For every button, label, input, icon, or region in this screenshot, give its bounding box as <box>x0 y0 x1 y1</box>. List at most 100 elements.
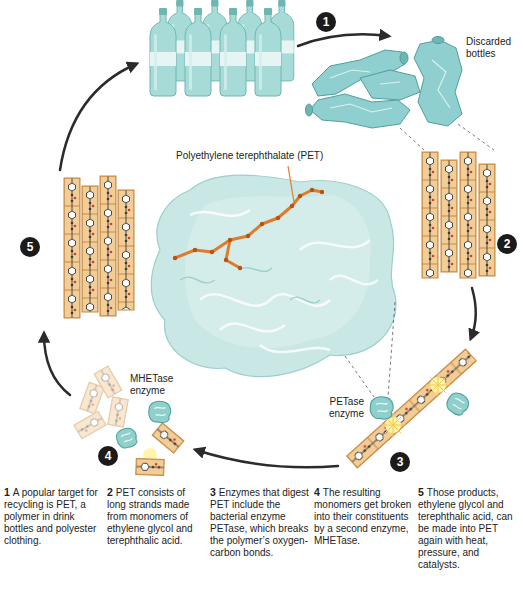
atom <box>260 222 264 226</box>
caption-number: 4 <box>314 486 320 498</box>
enzyme-shade <box>185 195 371 348</box>
crushed-bottles <box>306 37 463 129</box>
caption-column: 1A popular target for recycling is PET, … <box>4 486 102 547</box>
zoom-lines <box>400 124 494 150</box>
pet-strand <box>100 176 116 316</box>
ribbon <box>330 276 378 285</box>
ribbon <box>220 324 285 332</box>
pet-strand <box>347 349 477 468</box>
atom <box>320 190 324 194</box>
pet-chain <box>175 190 322 258</box>
figure-label: PETase enzyme <box>314 396 364 420</box>
ribbon <box>300 240 370 250</box>
pet-strands <box>422 152 495 278</box>
petase-enzyme <box>444 390 472 418</box>
callout-number: 4 <box>98 446 118 466</box>
zoom-lines <box>345 302 395 397</box>
bottle <box>185 8 211 96</box>
atom <box>290 204 294 208</box>
figure-label: Discarded bottles <box>466 36 520 60</box>
zoom-line <box>400 128 424 150</box>
cycle-arrow <box>60 64 136 170</box>
callout-text: 5 <box>27 241 34 254</box>
monomer-group <box>136 459 165 476</box>
caption-number: 2 <box>107 486 113 498</box>
illustration-part <box>82 186 98 312</box>
monomer <box>108 397 129 427</box>
petase-structure <box>151 166 396 377</box>
caption-column: 3Enzymes that digest PET include the bac… <box>210 486 311 559</box>
atom <box>193 248 197 252</box>
pet-strand <box>422 152 438 278</box>
ribbon <box>190 210 250 216</box>
illustration-part <box>118 190 134 310</box>
crease-lines <box>330 60 450 112</box>
ribbon <box>260 345 330 352</box>
caption-number: 5 <box>418 486 424 498</box>
bottle-group <box>150 0 294 96</box>
bottle <box>220 8 246 96</box>
coil <box>180 277 215 283</box>
coil <box>290 297 320 303</box>
zoom-line <box>458 124 494 150</box>
atom <box>210 250 214 254</box>
atom <box>228 238 232 242</box>
callout-number: 3 <box>390 452 410 472</box>
bottle <box>150 8 176 96</box>
crushed-bottle <box>360 70 420 100</box>
callout-number: 2 <box>497 234 517 254</box>
figure-label: Polyethylene terephthalate (PET) <box>176 150 360 162</box>
bottle <box>255 8 281 96</box>
callout-text: 1 <box>323 16 330 29</box>
callout-number: 1 <box>316 12 336 32</box>
illustration-part <box>460 152 476 278</box>
pet-strand <box>82 186 98 312</box>
illustration-part <box>108 397 129 427</box>
illustration-part <box>74 411 106 439</box>
atom <box>310 188 314 192</box>
bottle-cap <box>400 52 408 64</box>
cycle-arrow <box>44 334 70 395</box>
crease <box>380 82 400 84</box>
pet-strand <box>479 164 495 276</box>
pet-strand <box>118 190 134 310</box>
bottle-cap <box>306 104 313 116</box>
figure-label: MHETase enzyme <box>130 373 188 397</box>
pet-chain <box>226 240 240 268</box>
pet-strands <box>64 176 134 318</box>
atom <box>173 256 177 260</box>
coil <box>240 268 272 272</box>
crushed-bottle <box>414 40 462 126</box>
cycle-arrow <box>196 450 338 467</box>
caption-text: A popular target for recycling is PET, a… <box>4 487 98 546</box>
pet-strand <box>64 178 80 318</box>
crease <box>330 70 370 78</box>
illustration-part <box>80 382 105 414</box>
ribbon <box>200 294 330 306</box>
atom <box>246 234 250 238</box>
illustration-part <box>100 176 116 316</box>
enzyme-surface <box>151 175 396 377</box>
caption-text: Enzymes that digest PET include the bact… <box>210 487 309 558</box>
monomer <box>94 366 122 398</box>
caption-column: 4The resulting monomers get broken into … <box>314 486 414 547</box>
pet-strand <box>441 160 457 272</box>
zoom-line <box>345 356 374 397</box>
crease <box>432 60 450 108</box>
illustration-part <box>479 164 495 276</box>
atom <box>276 216 280 220</box>
mhetase-enzyme <box>114 426 139 451</box>
cycle-arrow <box>298 34 388 46</box>
mhetase-enzyme <box>149 401 171 422</box>
caption-text: Those products, ethylene glycol and tere… <box>418 487 513 570</box>
cycle-arrows <box>44 34 476 467</box>
atom <box>238 266 242 270</box>
pet-atoms <box>173 188 324 270</box>
monomer <box>80 382 105 414</box>
callout-text: 3 <box>397 456 404 469</box>
caption-column: 5Those products, ethylene glycol and ter… <box>418 486 520 571</box>
monomer <box>152 423 184 453</box>
illustration-part <box>64 178 80 318</box>
monomer <box>136 459 165 476</box>
